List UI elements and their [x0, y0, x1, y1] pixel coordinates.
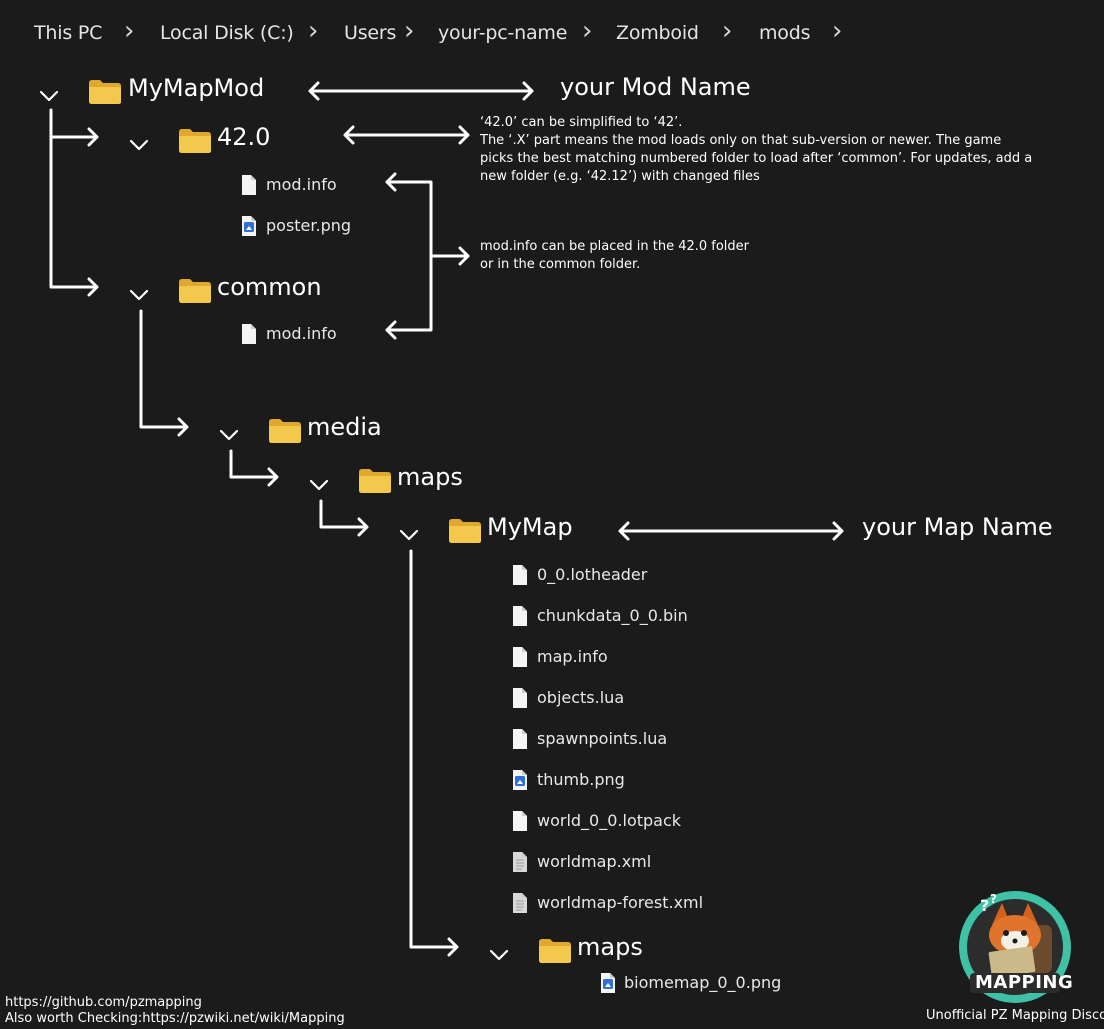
modinfo-note-arrow: [429, 246, 470, 266]
file-item[interactable]: mod.info: [266, 324, 337, 343]
file-item[interactable]: map.info: [537, 647, 608, 666]
folder-icon: [268, 418, 302, 444]
version-note-line: The ‘.X’ part means the mod loads only o…: [480, 133, 1002, 148]
folder-icon: [178, 278, 212, 304]
modinfo-bracket: [385, 172, 433, 340]
folder-icon: [448, 518, 482, 544]
svg-text:?: ?: [990, 892, 997, 906]
file-item[interactable]: world_0_0.lotpack: [537, 811, 682, 830]
modinfo-note-line: mod.info can be placed in the 42.0 folde…: [480, 239, 750, 254]
image-file-icon: [241, 215, 257, 237]
mapping-discord-logo: ? ?: [956, 885, 1074, 1005]
file-icon: [512, 605, 528, 627]
folder-icon: [88, 79, 122, 105]
folder-sub-maps[interactable]: maps: [577, 933, 643, 961]
file-item[interactable]: chunkdata_0_0.bin: [537, 606, 688, 625]
elbow-to-common: [49, 108, 99, 297]
breadcrumb-item[interactable]: Local Disk (C:): [160, 22, 294, 44]
mod-name-arrow: [308, 81, 534, 101]
breadcrumb-item[interactable]: This PC: [34, 22, 103, 44]
file-item[interactable]: biomemap_0_0.png: [624, 973, 782, 992]
folder-mymapmod[interactable]: MyMapMod: [128, 74, 265, 102]
logo-text: MAPPING: [975, 972, 1074, 993]
breadcrumb-item[interactable]: mods: [759, 22, 811, 44]
chevron-right-icon: ›: [404, 16, 415, 46]
xml-file-icon: [512, 851, 528, 873]
version-note-line: new folder (e.g. ‘42.12’) with changed f…: [480, 169, 760, 184]
file-icon: [241, 174, 257, 196]
github-link[interactable]: https://github.com/pzmapping: [5, 995, 202, 1010]
file-item[interactable]: thumb.png: [537, 770, 625, 789]
modinfo-note-line: or in the common folder.: [480, 257, 641, 272]
version-note-line: ‘42.0’ can be simplified to ‘42’.: [480, 115, 683, 130]
file-item[interactable]: 0_0.lotheader: [537, 565, 648, 584]
file-icon: [512, 646, 528, 668]
folder-42-0[interactable]: 42.0: [217, 123, 271, 151]
file-item[interactable]: worldmap-forest.xml: [537, 893, 704, 912]
folder-icon: [538, 938, 572, 964]
wiki-link[interactable]: Also worth Checking:https://pzwiki.net/w…: [5, 1011, 345, 1026]
file-item[interactable]: spawnpoints.lua: [537, 729, 668, 748]
folder-maps[interactable]: maps: [397, 463, 463, 491]
file-icon: [512, 728, 528, 750]
version-note-line: picks the best matching numbered folder …: [480, 151, 1033, 166]
file-item[interactable]: poster.png: [266, 216, 352, 235]
file-icon: [512, 687, 528, 709]
file-icon: [512, 810, 528, 832]
folder-icon: [358, 468, 392, 494]
folder-media[interactable]: media: [307, 413, 382, 441]
xml-file-icon: [512, 892, 528, 914]
map-name-annotation: your Map Name: [862, 513, 1053, 541]
elbow-to-maps: [229, 449, 279, 487]
chevron-down-icon[interactable]: [129, 136, 149, 155]
file-item[interactable]: worldmap.xml: [537, 852, 652, 871]
version-note-arrow: [343, 125, 470, 145]
chevron-down-icon[interactable]: [39, 87, 59, 106]
file-item[interactable]: objects.lua: [537, 688, 625, 707]
breadcrumb-item[interactable]: Users: [344, 22, 397, 44]
folder-mymap[interactable]: MyMap: [487, 513, 573, 541]
breadcrumb-item[interactable]: Zomboid: [616, 22, 699, 44]
elbow-to-42: [49, 127, 99, 147]
chevron-down-icon[interactable]: [489, 946, 509, 965]
file-icon: [512, 564, 528, 586]
elbow-to-media: [139, 309, 189, 437]
chevron-right-icon: ›: [308, 16, 319, 46]
chevron-right-icon: ›: [124, 16, 135, 46]
chevron-right-icon: ›: [832, 16, 843, 46]
file-item[interactable]: mod.info: [266, 175, 337, 194]
map-name-arrow: [618, 521, 844, 541]
svg-text:?: ?: [980, 896, 989, 915]
elbow-to-mymap: [319, 499, 369, 537]
elbow-to-sub-maps: [409, 549, 459, 957]
chevron-down-icon[interactable]: [309, 476, 329, 495]
folder-common[interactable]: common: [217, 273, 322, 301]
image-file-icon: [512, 769, 528, 791]
chevron-down-icon[interactable]: [129, 286, 149, 305]
breadcrumb-item[interactable]: your-pc-name: [438, 22, 568, 44]
folder-icon: [178, 128, 212, 154]
chevron-down-icon[interactable]: [219, 426, 239, 445]
chevron-down-icon[interactable]: [399, 526, 419, 545]
chevron-right-icon: ›: [582, 16, 593, 46]
file-icon: [241, 323, 257, 345]
mod-name-annotation: your Mod Name: [560, 73, 751, 101]
discord-credit: Unofficial PZ Mapping Discord: [926, 1008, 1104, 1023]
image-file-icon: [600, 972, 616, 994]
chevron-right-icon: ›: [722, 16, 733, 46]
